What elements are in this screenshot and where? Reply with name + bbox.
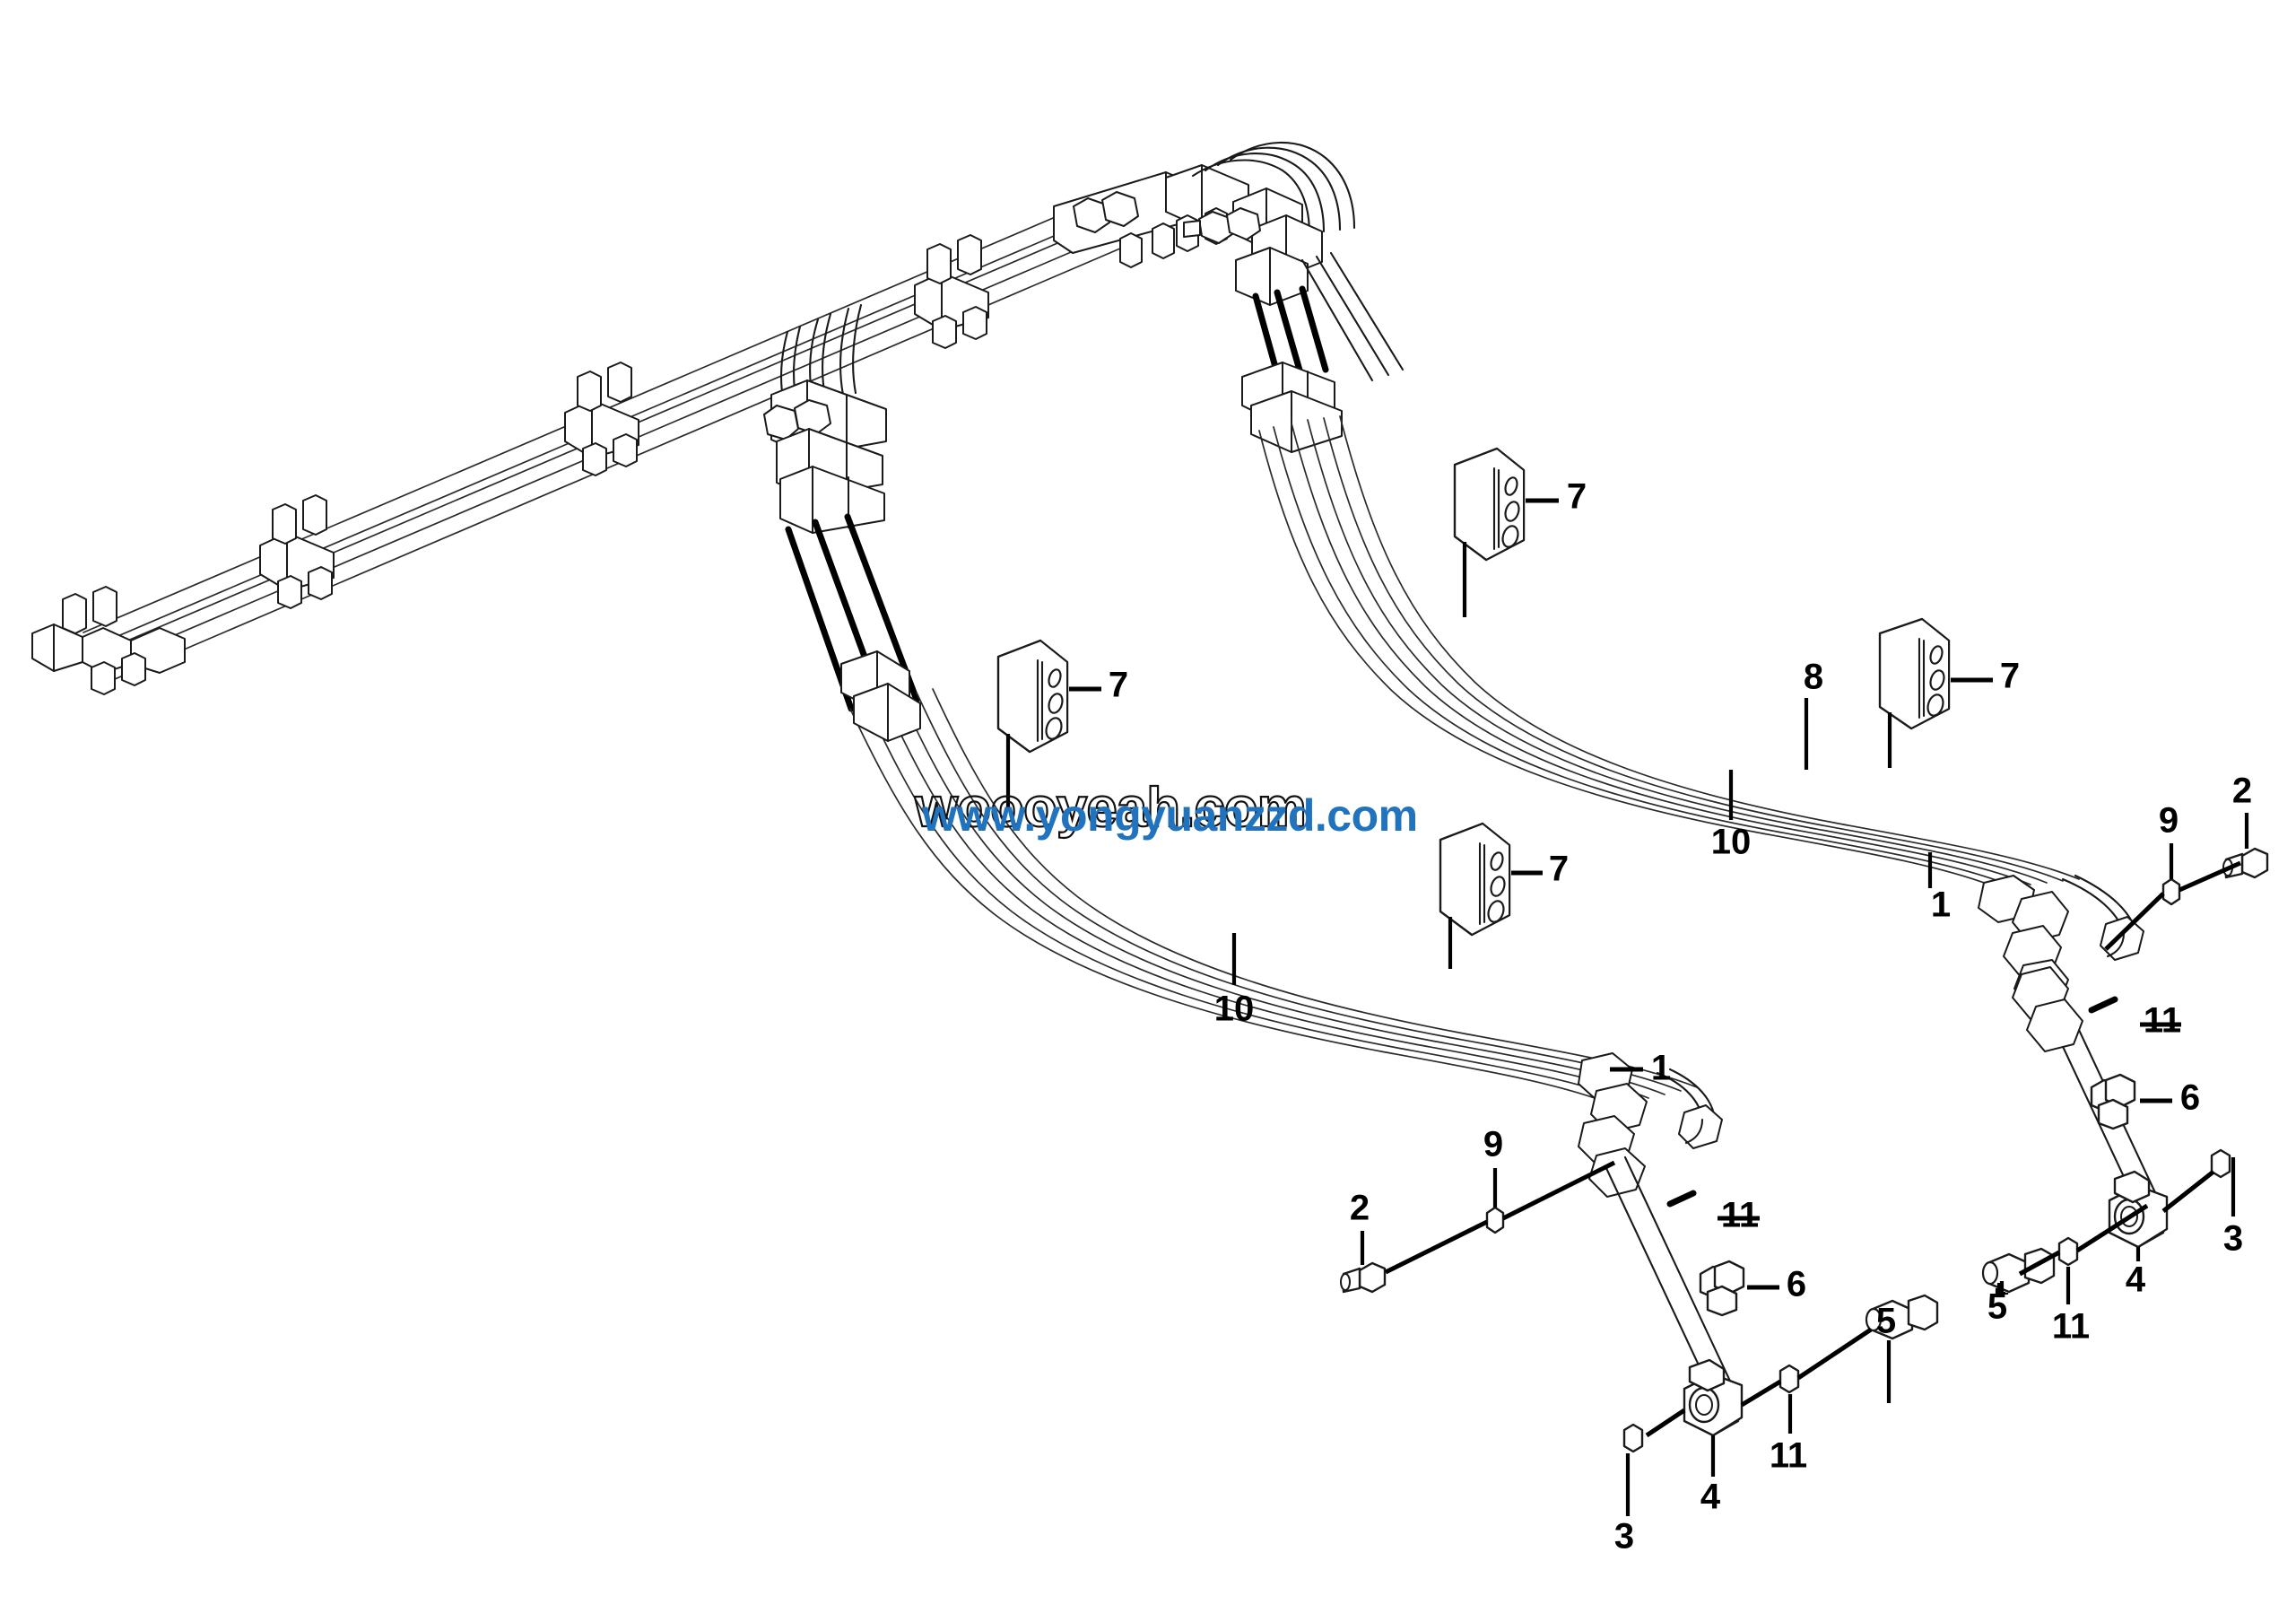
rail-bracket-3 [914, 234, 989, 349]
callout-5-left: 5 [1876, 1302, 1896, 1341]
top-center-manifold [1053, 141, 1405, 382]
callout-7-left: 7 [1109, 666, 1128, 705]
callout-3-right: 3 [2223, 1219, 2243, 1259]
right-lower-fitting-stack [2012, 966, 2083, 1052]
callout-3-left: 3 [1614, 1517, 1634, 1557]
callout-11-b: 11 [1770, 1436, 1807, 1476]
left-bundle-upper-fittings [840, 650, 921, 742]
callout-numbers: 7 7 7 7 8 10 10 1 1 9 9 2 2 11 11 6 6 5 … [1109, 477, 2252, 1557]
left-bolt-2 [1340, 1261, 1387, 1294]
seal-washer-9-right [2161, 877, 2181, 906]
right-bolt-2 [2222, 847, 2269, 879]
callout-7-mid: 7 [1549, 850, 1569, 889]
callout-6-left: 6 [1787, 1265, 1806, 1304]
callout-9-left: 9 [1483, 1125, 1503, 1164]
callout-5-right: 5 [1987, 1287, 2007, 1327]
rail-left-end-block [31, 586, 186, 695]
callout-8: 8 [1804, 658, 1823, 697]
callout-11-right: 11 [2144, 1001, 2181, 1041]
seal-washer-3-left [1622, 1423, 1644, 1453]
callout-1-right: 1 [1931, 885, 1951, 925]
callout-11-c: 11 [2052, 1307, 2090, 1347]
right-nut-6 [2090, 1073, 2136, 1130]
upper-right-fitting-stack [1241, 362, 1343, 453]
callout-4-right: 4 [2126, 1260, 2146, 1300]
callout-1-left: 1 [1651, 1049, 1671, 1088]
leader-lines [1005, 498, 2249, 1516]
left-end-fittings [1578, 1052, 1723, 1198]
clamp-block-7-left [996, 639, 1069, 754]
left-nut-6 [1699, 1260, 1745, 1317]
upper-left-rail-assembly [31, 196, 1127, 695]
callout-2-left: 2 [1350, 1189, 1370, 1228]
seal-washer-11-right [2057, 1236, 2079, 1267]
left-hose-bundle [840, 650, 1939, 1453]
callout-6-right: 6 [2180, 1078, 2200, 1118]
right-hose-bundle [1258, 415, 2269, 1294]
right-plug-5 [1981, 1247, 2056, 1294]
callout-7-upper: 7 [1567, 477, 1587, 517]
seal-washer-11-left [1779, 1364, 1800, 1394]
clamp-block-7-mid [1439, 822, 1511, 937]
left-union-nut-4 [1683, 1358, 1744, 1437]
callout-2-right: 2 [2232, 772, 2252, 811]
left-bend-manifold [763, 303, 920, 712]
callout-9-right: 9 [2159, 801, 2179, 841]
clamp-block-7-upper [1453, 447, 1526, 562]
callout-4-left: 4 [1700, 1478, 1721, 1517]
right-union-nut-4 [2108, 1170, 2169, 1249]
rail-bracket-2 [564, 362, 639, 476]
rail-bracket-1 [259, 494, 335, 609]
callout-10-right: 10 [1711, 823, 1752, 862]
seal-washer-9-left [1485, 1206, 1505, 1234]
callout-7-right: 7 [2000, 657, 2020, 696]
callout-10-left: 10 [1214, 990, 1255, 1029]
callout-11-left: 11 [1721, 1196, 1759, 1235]
clamp-block-7-right [1878, 617, 1951, 730]
